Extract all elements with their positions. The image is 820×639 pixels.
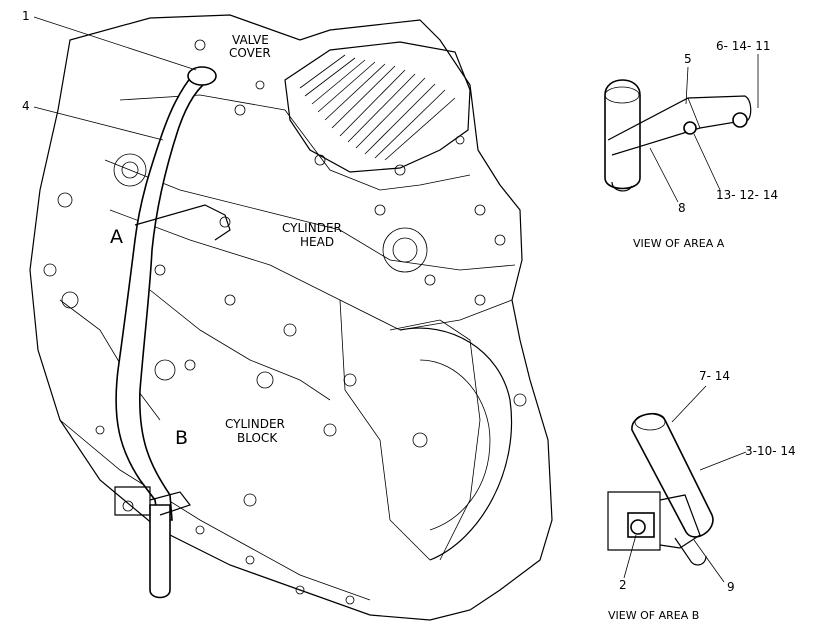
leader-8 (649, 147, 679, 203)
callout-7-14: 7- 14 (699, 369, 730, 383)
engine-block-drawing (29, 14, 553, 621)
detail-view-a (604, 79, 752, 192)
leader-2 (623, 534, 637, 579)
valve-cover-label-line2: COVER (229, 46, 271, 60)
callout-9: 9 (727, 580, 735, 594)
cylinder-head-label-line1: CYLINDER (282, 221, 342, 235)
detail-view-b (607, 412, 714, 566)
leader-13-12-14 (693, 133, 721, 191)
leader-5 (685, 66, 689, 105)
callout-2: 2 (619, 578, 627, 592)
cylinder-block-label-line2: BLOCK (237, 431, 278, 445)
cylinder-head-label-line2: HEAD (300, 235, 334, 249)
leader-1 (33, 16, 197, 71)
callout-1: 1 (22, 9, 30, 23)
leader-9 (693, 539, 725, 583)
view-b-caption: VIEW OF AREA B (608, 609, 699, 622)
callout-8: 8 (678, 201, 686, 215)
cylinder-block-label-line1: CYLINDER (225, 417, 285, 431)
area-b-marker: B (175, 427, 188, 449)
callout-5: 5 (684, 52, 692, 66)
leader-3-10-14 (699, 451, 747, 471)
leader-4 (33, 106, 164, 141)
valve-cover-label-line1: VALVE (232, 33, 269, 47)
callout-4: 4 (22, 99, 30, 113)
callout-3-10-14: 3-10- 14 (745, 444, 796, 458)
area-a-marker: A (110, 226, 123, 248)
callout-13-12-14: 13- 12- 14 (716, 188, 778, 202)
leader-7-14 (671, 385, 707, 423)
callout-6-14-11: 6- 14- 11 (716, 39, 770, 53)
view-a-caption: VIEW OF AREA A (633, 237, 725, 250)
